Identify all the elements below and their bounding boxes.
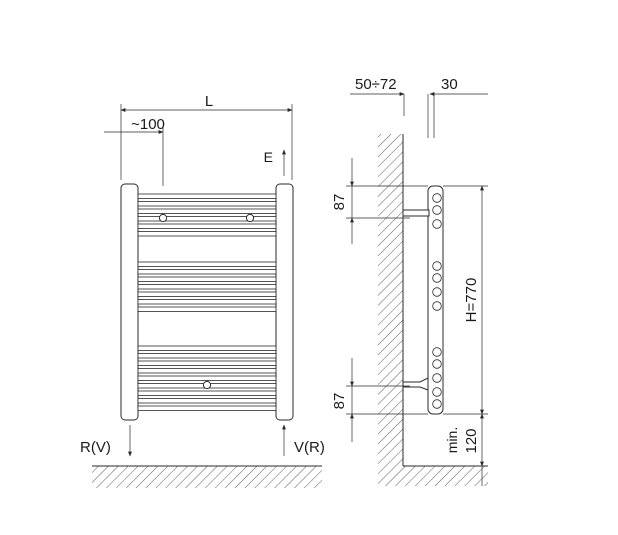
radiator-bar [137,276,277,282]
left-connection-label: R(V) [80,439,111,456]
tube-section [432,193,442,203]
radiator-bar [137,345,277,351]
radiator-bar [137,306,277,312]
height-label: H=770 [463,278,480,323]
radiator-bar [137,405,277,411]
tube-section [432,373,442,383]
radiator-bar [137,390,277,396]
tube-section [432,399,442,409]
radiator-profile [427,185,444,415]
tube-section [432,219,442,229]
radiator-bar [137,368,277,374]
right-connection-label: V(R) [294,439,325,456]
radiator-bars [137,193,277,411]
side-floor-hatch [378,466,488,486]
left-collector [120,183,139,421]
radiator-bar [137,269,277,275]
bottom-spacing-label: 87 [331,393,348,410]
floor-hatch [92,466,322,488]
radiator-bar [137,193,277,199]
depth-label: 30 [441,76,458,93]
right-collector [275,183,294,421]
radiator-bar [137,360,277,366]
width-label: L [205,93,213,110]
mounting-bolt [202,380,212,390]
radiator-bar [137,299,277,305]
radiator-bar [137,223,277,229]
tube-section [432,359,442,369]
tube-section [432,261,442,271]
radiator-bar [137,201,277,207]
top-bracket [402,209,430,217]
offset-label: ~100 [131,116,165,133]
radiator-bar [137,261,277,267]
front-view: L ~100 E R(V) V(R) [80,93,325,488]
tube-section [432,287,442,297]
radiator-bar [137,208,277,214]
wall-hatch [378,134,403,466]
mounting-bolt [245,213,255,223]
min-label: min. [444,427,460,453]
tube-section [432,273,442,283]
radiator-bar [137,216,277,222]
mounting-bolt [158,213,168,223]
tube-section [432,387,442,397]
radiator-bar [137,291,277,297]
bottom-bracket [402,377,429,391]
radiator-bar [137,353,277,359]
radiator-bar [137,398,277,404]
side-view: 50÷72 30 87 87 H=770 120 min. [331,76,488,486]
radiator-bar [137,284,277,290]
radiator-bar [137,231,277,237]
radiator-bar [137,375,277,381]
top-spacing-label: 87 [331,194,348,211]
floor-distance-label: 120 [463,428,480,453]
tube-section [432,205,442,215]
vent-label: E [264,149,273,165]
tube-section [432,347,442,357]
wall-distance-label: 50÷72 [355,76,397,93]
tube-sections [432,193,442,409]
tube-section [432,301,442,311]
